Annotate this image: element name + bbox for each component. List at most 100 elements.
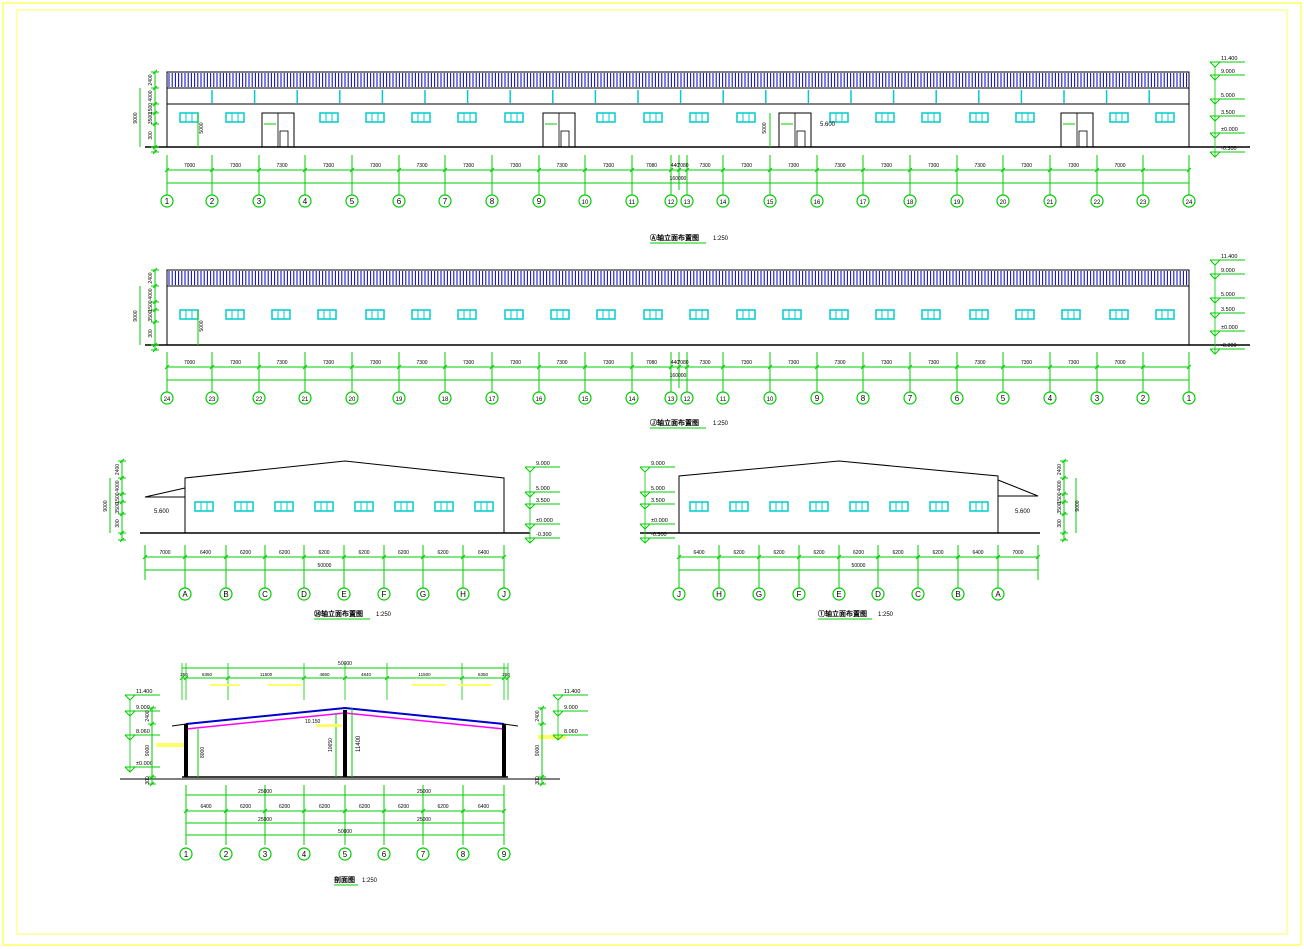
axis-bubble <box>297 847 311 861</box>
dimension-tick <box>907 364 913 370</box>
axis-bubble <box>416 847 430 861</box>
vertical-dimension-tick <box>149 721 155 727</box>
wicket-door <box>279 130 289 148</box>
axis-bubble <box>951 587 965 601</box>
vertical-dimension-label: 3500 <box>148 113 154 124</box>
dimension-tick <box>256 364 262 370</box>
top-tick <box>225 675 231 681</box>
axis-bubble <box>485 391 499 405</box>
axis-label: B <box>223 590 228 599</box>
vertical-dimension-tick <box>1061 499 1067 505</box>
axis-bubble <box>792 587 806 601</box>
window-frame <box>689 309 709 320</box>
level-label: 9.000 <box>536 461 550 467</box>
axis-bubble <box>298 194 312 208</box>
section-view: 5000025063501150048604840115006350250 80… <box>120 661 588 886</box>
axis-bubble <box>991 587 1005 601</box>
vertical-dimension-tick <box>119 530 125 536</box>
canopy-level: 5.600 <box>154 509 170 515</box>
level-triangle <box>524 466 537 473</box>
axis-label: 4 <box>303 197 308 206</box>
window <box>225 112 245 123</box>
dimension-label: 7000 <box>1114 360 1125 366</box>
view-scale: 1:250 <box>713 421 729 427</box>
axis-label: 16 <box>814 200 821 206</box>
vertical-dimension-tick <box>119 511 125 517</box>
dimension-tick <box>860 167 866 173</box>
dimension-tick <box>1186 364 1192 370</box>
dimension-tick <box>381 554 387 560</box>
dimension-tick <box>814 364 820 370</box>
window <box>457 112 477 123</box>
axis-label: 13 <box>684 200 691 206</box>
axis-bubble <box>680 391 694 405</box>
dimension-tick <box>836 554 842 560</box>
axis-bubble <box>1136 194 1150 208</box>
dimension-tick <box>183 808 189 814</box>
axis-bubble <box>456 587 470 601</box>
total-dimension-label: 160000 <box>670 373 687 379</box>
axis-label: 7 <box>443 197 448 206</box>
view-title: Ⓙ轴立面布置图 <box>650 418 699 427</box>
dimension-tick <box>396 167 402 173</box>
dimension-label: 6200 <box>773 550 784 556</box>
wicket-door <box>796 130 806 148</box>
window-row <box>179 309 1175 320</box>
window <box>550 309 570 320</box>
window-frame <box>1109 309 1129 320</box>
dimension-tick <box>301 554 307 560</box>
axis-bubble <box>716 194 730 208</box>
axis-bubble <box>763 391 777 405</box>
dimension-tick <box>342 808 348 814</box>
window <box>504 112 524 123</box>
top-dim-label: 6350 <box>202 672 213 677</box>
dimension-label: 7000 <box>1012 550 1023 556</box>
dimension-label: 6200 <box>279 804 290 810</box>
window-frame <box>875 112 895 123</box>
dimension-tick <box>420 808 426 814</box>
vertical-dimension-label: 2400 <box>145 710 151 721</box>
axis-label: 17 <box>860 200 867 206</box>
window <box>457 309 477 320</box>
ridge-level: 10.150 <box>305 719 321 725</box>
axis-bubble <box>252 391 266 405</box>
window <box>689 501 709 512</box>
window-frame <box>1061 309 1081 320</box>
axis-label: 23 <box>1140 200 1147 206</box>
dimension-tick <box>489 364 495 370</box>
window-frame <box>234 501 254 512</box>
top-dimension-chain: 5000025063501150048604840115006350250 <box>179 661 511 700</box>
dimension-tick <box>1094 167 1100 173</box>
roof-stripes <box>168 271 1188 285</box>
vertical-dimension-tick <box>152 283 158 289</box>
window-frame <box>550 309 570 320</box>
view-title: 剖面图 <box>334 875 355 884</box>
dimension-label: 7300 <box>699 163 710 169</box>
vertical-dimension-tick <box>149 705 155 711</box>
window-frame <box>1015 309 1035 320</box>
window-frame <box>689 501 709 512</box>
axis-label: 2 <box>210 197 215 206</box>
dimension-tick <box>1000 167 1006 173</box>
window <box>829 309 849 320</box>
window-frame <box>921 112 941 123</box>
dimension-tick <box>668 167 674 173</box>
axis-label: 1 <box>184 850 189 859</box>
window <box>394 501 414 512</box>
axis-label: 19 <box>396 397 403 403</box>
vertical-dimension-tick <box>152 85 158 91</box>
dimension-tick <box>629 364 635 370</box>
dimension-tick <box>1186 167 1192 173</box>
axis-bubble <box>178 587 192 601</box>
axis-bubble <box>377 587 391 601</box>
level-label: 8.060 <box>564 729 578 735</box>
axis-label: C <box>262 590 268 599</box>
vertical-dimension-label: 4000 <box>115 480 121 491</box>
dimension-tick <box>501 554 507 560</box>
window-frame <box>411 112 431 123</box>
dimension-tick <box>420 554 426 560</box>
